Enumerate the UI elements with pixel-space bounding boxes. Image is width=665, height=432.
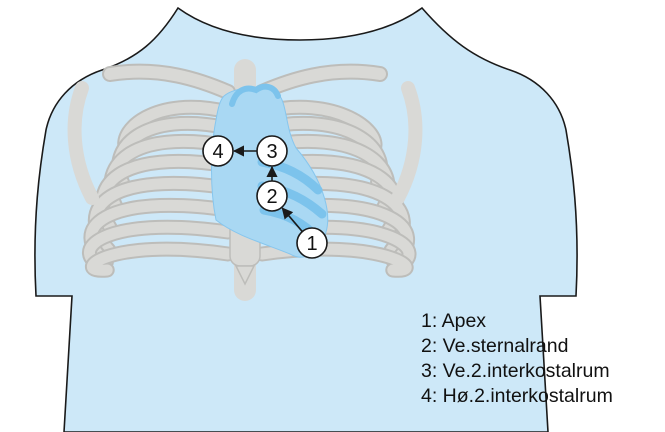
legend-item-4: 4: Hø.2.interkostalrum bbox=[421, 385, 613, 407]
marker-4: 4 bbox=[202, 135, 234, 167]
marker-2-label: 2 bbox=[266, 186, 277, 208]
marker-1-circle bbox=[296, 227, 328, 259]
marker-layer: 1 2 3 4 bbox=[202, 135, 328, 259]
great-vessels bbox=[229, 83, 281, 107]
marker-4-label: 4 bbox=[212, 141, 223, 163]
marker-3-circle bbox=[256, 135, 288, 167]
marker-3: 3 bbox=[256, 135, 288, 167]
legend-item-3: 3: Ve.2.interkostalrum bbox=[421, 360, 610, 382]
marker-3-label: 3 bbox=[266, 141, 277, 163]
marker-2: 2 bbox=[256, 180, 288, 212]
left-rib-8-fill bbox=[86, 243, 234, 276]
left-scapula bbox=[67, 81, 99, 205]
marker-1-label: 1 bbox=[306, 233, 317, 255]
marker-2-circle bbox=[256, 180, 288, 212]
marker-4-circle bbox=[202, 135, 234, 167]
marker-1: 1 bbox=[296, 227, 328, 259]
left-clavicle bbox=[104, 65, 234, 98]
legend-item-2: 2: Ve.sternalrand bbox=[421, 335, 569, 357]
legend-item-1: 1: Apex bbox=[421, 310, 487, 332]
legend: 1: Apex 2: Ve.sternalrand 3: Ve.2.interk… bbox=[421, 309, 613, 409]
arrow-1-to-2 bbox=[281, 207, 303, 233]
auscultation-path bbox=[232, 145, 303, 233]
xiphoid-process bbox=[234, 265, 256, 286]
right-scapula bbox=[391, 81, 423, 205]
